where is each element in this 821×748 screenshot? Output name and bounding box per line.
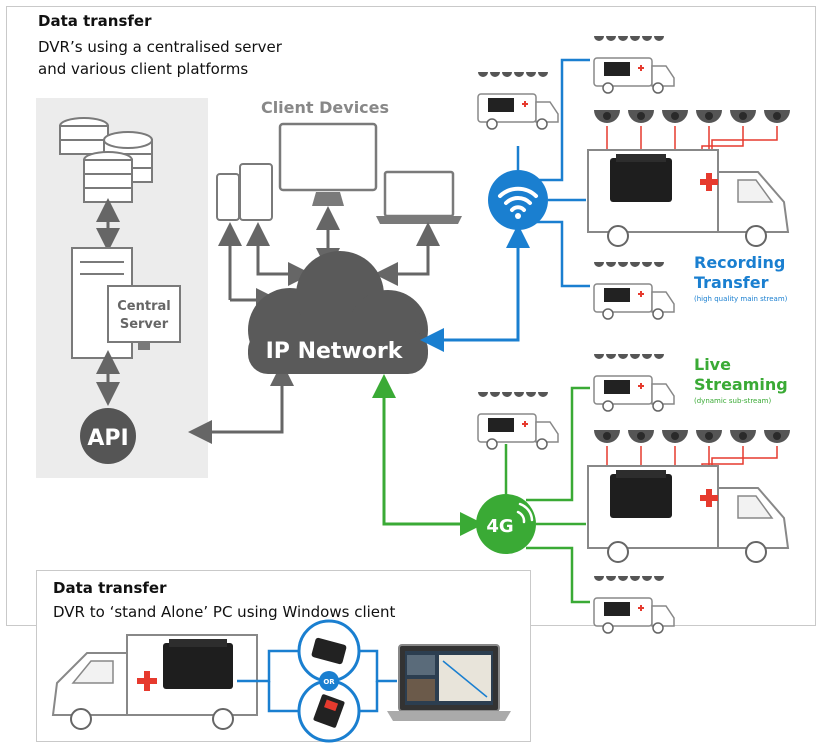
recording-label: Recording [694,253,785,272]
ambulance-small-icon [477,93,559,130]
standalone-diagram: OR [51,619,511,743]
cellular-label: 4G [486,516,513,537]
client-devices-label: Client Devices [261,98,389,117]
ambulance-large-icon-2 [588,466,788,562]
laptop-client-icon [387,644,511,721]
camera-row-2 [594,430,790,443]
top-box-title: Data transfer [38,12,152,30]
bottom-box-title: Data transfer [53,579,167,597]
live-sub-label: (dynamic sub-stream) [694,397,771,405]
laptop-icon [376,170,462,224]
ip-network-label: IP Network [266,339,404,364]
ambulance-small-icon-3 [593,283,675,320]
ambulance-small-icon-5 [593,375,675,412]
or-label: OR [323,678,335,686]
phone-icon [216,163,273,221]
transfer-label: Transfer [694,273,769,292]
recording-sub-label: (high quality main stream) [694,295,788,303]
database-icon [59,117,153,203]
cellular-4g-icon [476,494,536,554]
central-server-label-2: Server [120,317,169,332]
ambulance-icon [51,634,258,730]
api-label: API [87,426,128,451]
live-label: Live [694,355,731,374]
monitor-icon [278,122,378,206]
standalone-panel: Data transfer DVR to ‘stand Alone’ PC us… [36,570,531,743]
api-icon [80,408,136,464]
camera-row [594,110,790,123]
ambulance-small-icon-6 [593,597,675,634]
streaming-label: Streaming [694,375,788,394]
ambulance-small-icon-4 [477,413,559,450]
ambulance-small-icon-2 [593,57,675,94]
bottom-box-line1: DVR to ‘stand Alone’ PC using Windows cl… [53,603,396,621]
ambulance-large-icon [588,150,788,246]
top-box-line1: DVR’s using a centralised server [38,38,282,56]
central-server-icon: Central Server [71,247,181,359]
central-server-label: Central [117,299,170,314]
ip-network-cloud-icon [248,251,428,374]
top-box-line2: and various client platforms [38,60,249,78]
